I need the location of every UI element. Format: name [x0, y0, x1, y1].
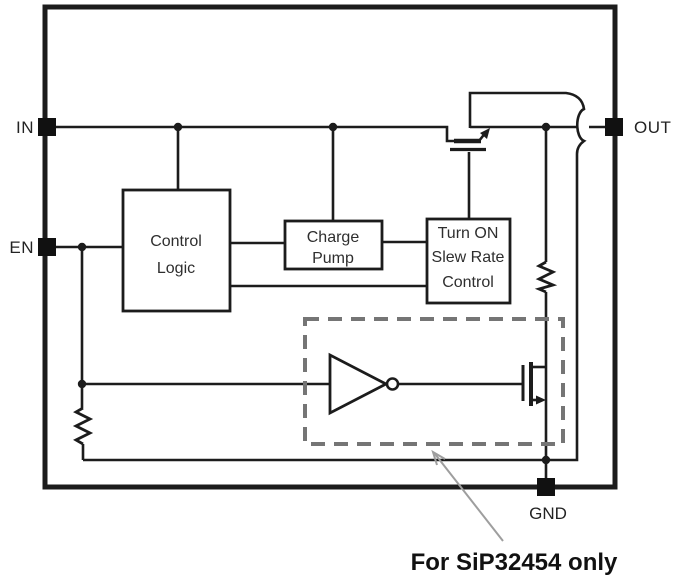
junction-dot	[173, 122, 183, 132]
pmos-pass-transistor-icon	[450, 128, 490, 152]
control-logic-label-line1: Control	[150, 233, 202, 250]
caption-text: For SiP32454 only	[411, 549, 618, 576]
charge-pump-block	[283, 219, 384, 271]
slew-rate-label-line1: Turn ON	[438, 225, 499, 242]
junction-dot	[77, 242, 87, 252]
control-logic-label-line2: Logic	[157, 260, 195, 277]
pmos-body-arrow	[480, 128, 490, 139]
en-pulldown-resistor-icon	[72, 406, 94, 446]
control-logic-block	[121, 188, 232, 313]
inverter-icon	[328, 352, 400, 416]
in-pin	[38, 118, 56, 136]
junction-dot	[541, 122, 551, 132]
gnd-pin-label: GND	[529, 504, 567, 523]
junction-dot	[328, 122, 338, 132]
junction-dots	[77, 122, 551, 465]
in-rail-wire	[56, 125, 455, 143]
en-pin-label: EN	[9, 238, 34, 257]
nmos-discharge-transistor-icon	[521, 362, 546, 406]
body-loop-wire	[83, 91, 587, 462]
caption-arrow-line	[434, 453, 504, 542]
wires	[56, 91, 606, 478]
output-discharge-resistor-icon	[534, 260, 558, 294]
sip32454-dashed-outline	[303, 317, 565, 446]
junction-dot	[541, 455, 551, 465]
slew-rate-label-line2: Slew Rate	[432, 249, 505, 266]
out-pin	[605, 118, 623, 136]
out-pin-label: OUT	[634, 118, 671, 137]
inverter-triangle	[328, 352, 390, 416]
inverter-bubble	[385, 377, 400, 391]
slew-rate-control-block	[425, 217, 512, 305]
caption-arrow	[431, 449, 504, 542]
junction-dot	[77, 379, 87, 389]
caption-arrowhead	[431, 449, 446, 466]
en-pin	[38, 238, 56, 256]
in-pin-label: IN	[16, 118, 34, 137]
charge-pump-label-line2: Pump	[312, 250, 354, 267]
gnd-pin	[537, 478, 555, 496]
slew-rate-label-line3: Control	[442, 274, 494, 291]
nmos-source-arrow	[536, 395, 546, 405]
charge-pump-label-line1: Charge	[307, 229, 360, 246]
